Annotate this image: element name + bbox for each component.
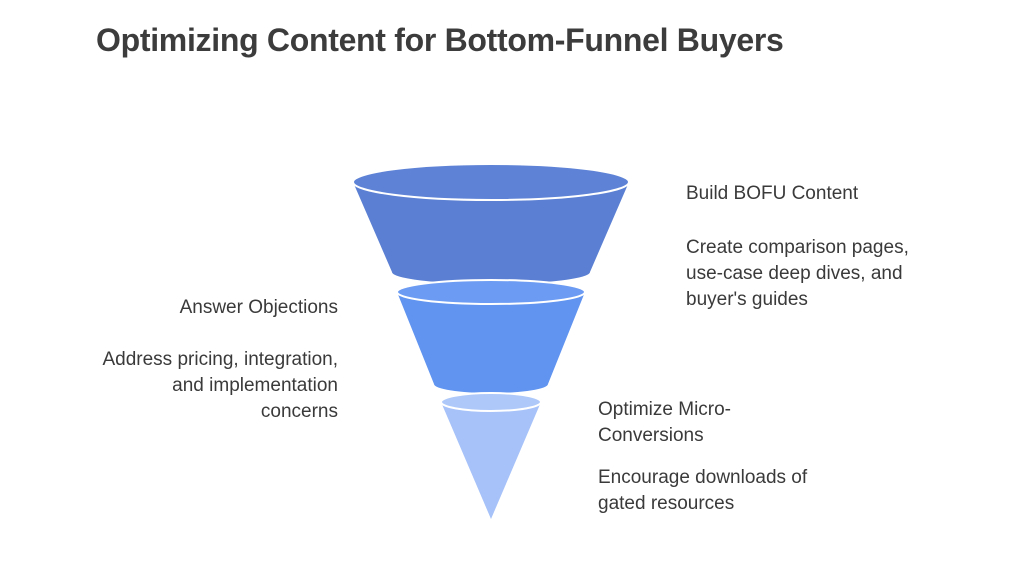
stage-2-description-line: concerns bbox=[260, 401, 338, 422]
funnel-segment-bottom-cap bbox=[440, 392, 542, 412]
funnel-segment-top-body bbox=[353, 182, 629, 284]
stage-3-description: Encourage downloads of gated resources bbox=[598, 465, 898, 517]
stage-3-heading-line: Conversions bbox=[598, 425, 704, 446]
stage-3-description-line: Encourage downloads of bbox=[598, 467, 808, 488]
stage-1-text: Build BOFU Content Create comparison pag… bbox=[686, 181, 986, 313]
page-title: Optimizing Content for Bottom-Funnel Buy… bbox=[96, 22, 784, 58]
stage-3-heading: Optimize Micro- Conversions bbox=[598, 397, 898, 449]
funnel-segment-middle-body bbox=[397, 292, 585, 393]
stage-1-description-line: Create comparison pages, bbox=[686, 237, 909, 258]
stage-2-heading: Answer Objections bbox=[179, 297, 338, 318]
stage-2-description-line: Address pricing, integration, bbox=[102, 349, 338, 370]
stage-1-description-line: buyer's guides bbox=[686, 289, 808, 310]
funnel-segment-top-cap bbox=[352, 163, 630, 201]
funnel-segment-top bbox=[352, 163, 630, 284]
stage-2-description: Address pricing, integration, and implem… bbox=[30, 347, 338, 425]
stage-3-heading-line: Optimize Micro- bbox=[598, 399, 732, 420]
stage-2-text: Answer Objections Address pricing, integ… bbox=[30, 295, 338, 425]
stage-1-description: Create comparison pages, use-case deep d… bbox=[686, 235, 986, 313]
funnel-segment-middle bbox=[396, 279, 586, 393]
funnel-segment-middle-cap bbox=[396, 279, 586, 305]
stage-1-heading: Build BOFU Content bbox=[686, 183, 859, 204]
stage-1-description-line: use-case deep dives, and bbox=[686, 263, 903, 284]
funnel-segment-bottom bbox=[440, 392, 542, 519]
stage-2-description-line: and implementation bbox=[172, 375, 338, 396]
funnel-segment-bottom-body bbox=[441, 402, 541, 519]
stage-3-description-line: gated resources bbox=[598, 493, 735, 514]
stage-3-text: Optimize Micro- Conversions Encourage do… bbox=[598, 397, 898, 517]
